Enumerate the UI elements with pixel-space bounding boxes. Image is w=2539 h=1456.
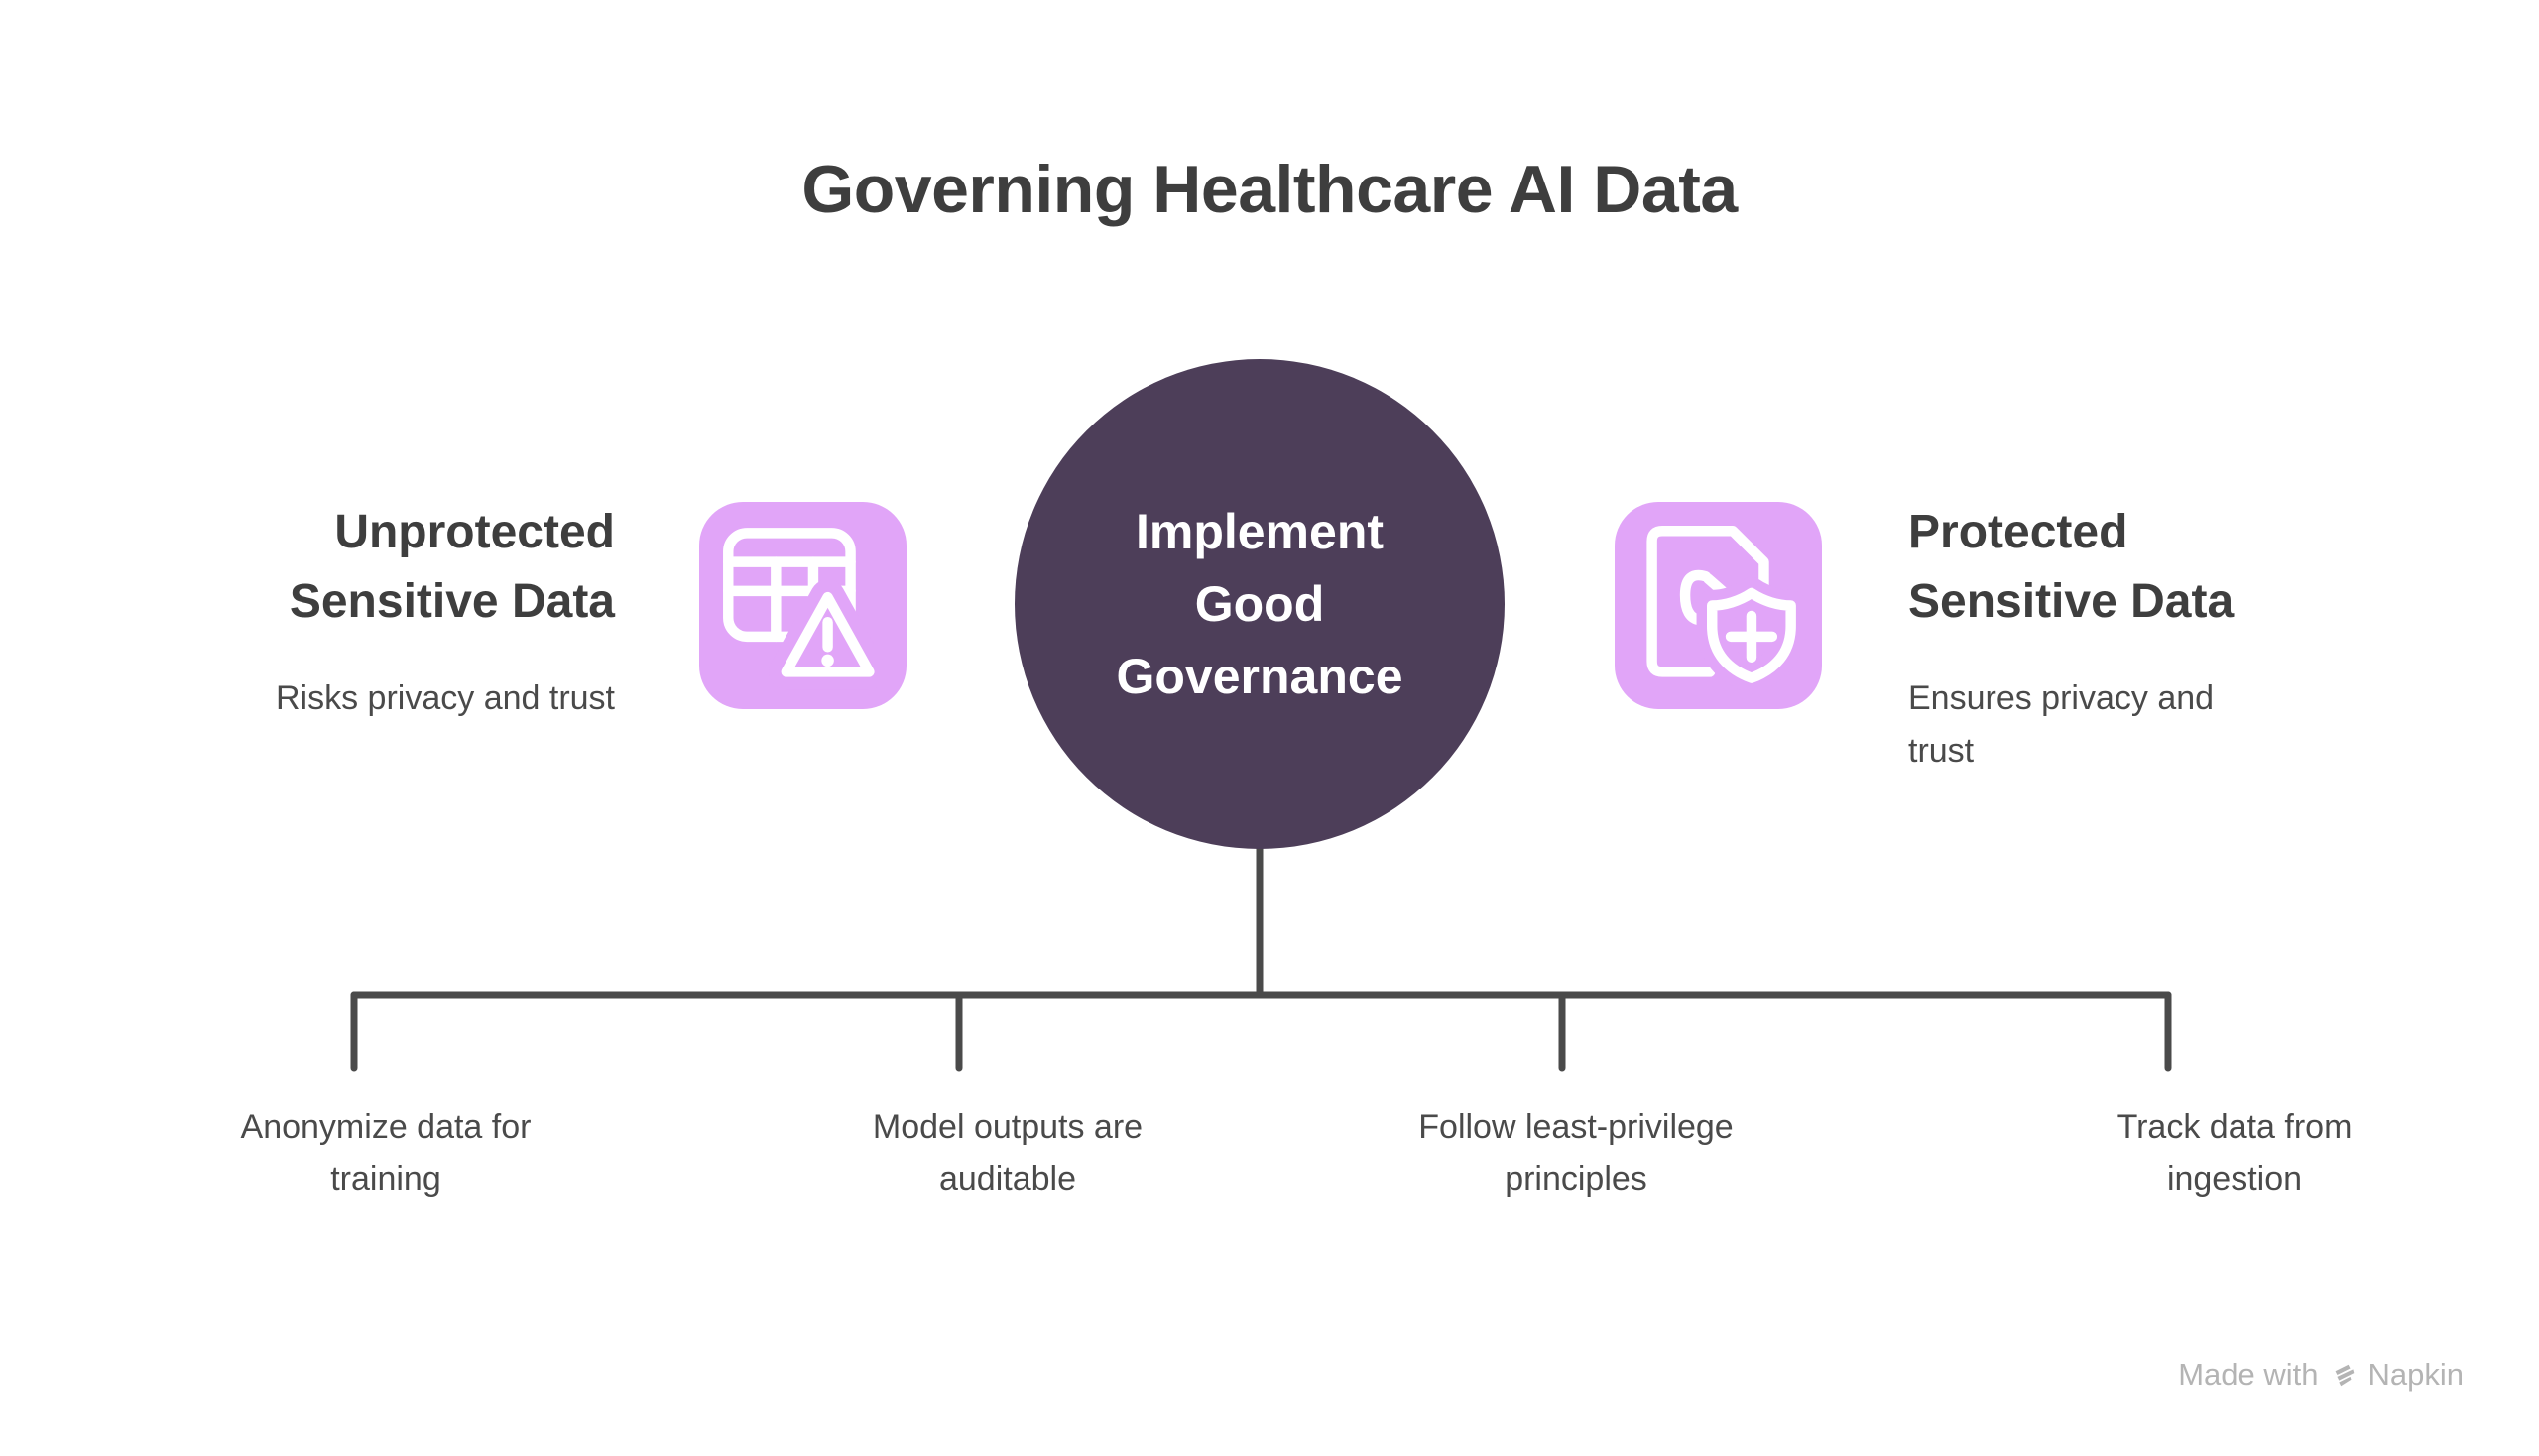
napkin-logo-icon bbox=[2335, 1364, 2354, 1387]
central-node-label: Implement Good Governance bbox=[1116, 503, 1403, 704]
watermark-prefix: Made with bbox=[2178, 1357, 2319, 1392]
branch-label-anonymize: Anonymize data for training bbox=[240, 1108, 532, 1198]
right-heading: Protected Sensitive Data bbox=[1908, 506, 2235, 628]
watermark: Made with Napkin bbox=[2178, 1357, 2464, 1393]
document-shield-plus-icon bbox=[1615, 502, 1822, 709]
table-warning-icon bbox=[699, 502, 907, 709]
branch-label-least-privilege: Follow least-privilege principles bbox=[1418, 1108, 1734, 1198]
central-node: Implement Good Governance bbox=[1015, 359, 1505, 849]
branch-label-track-data: Track data from ingestion bbox=[2116, 1108, 2353, 1198]
page-title: Governing Healthcare AI Data bbox=[801, 152, 1738, 227]
left-heading: Unprotected Sensitive Data bbox=[289, 506, 615, 628]
watermark-brand: Napkin bbox=[2367, 1357, 2465, 1392]
right-description: Ensures privacy and trust bbox=[1908, 679, 2215, 770]
branch-label-auditable: Model outputs are auditable bbox=[872, 1108, 1144, 1198]
left-description: Risks privacy and trust bbox=[276, 679, 615, 717]
